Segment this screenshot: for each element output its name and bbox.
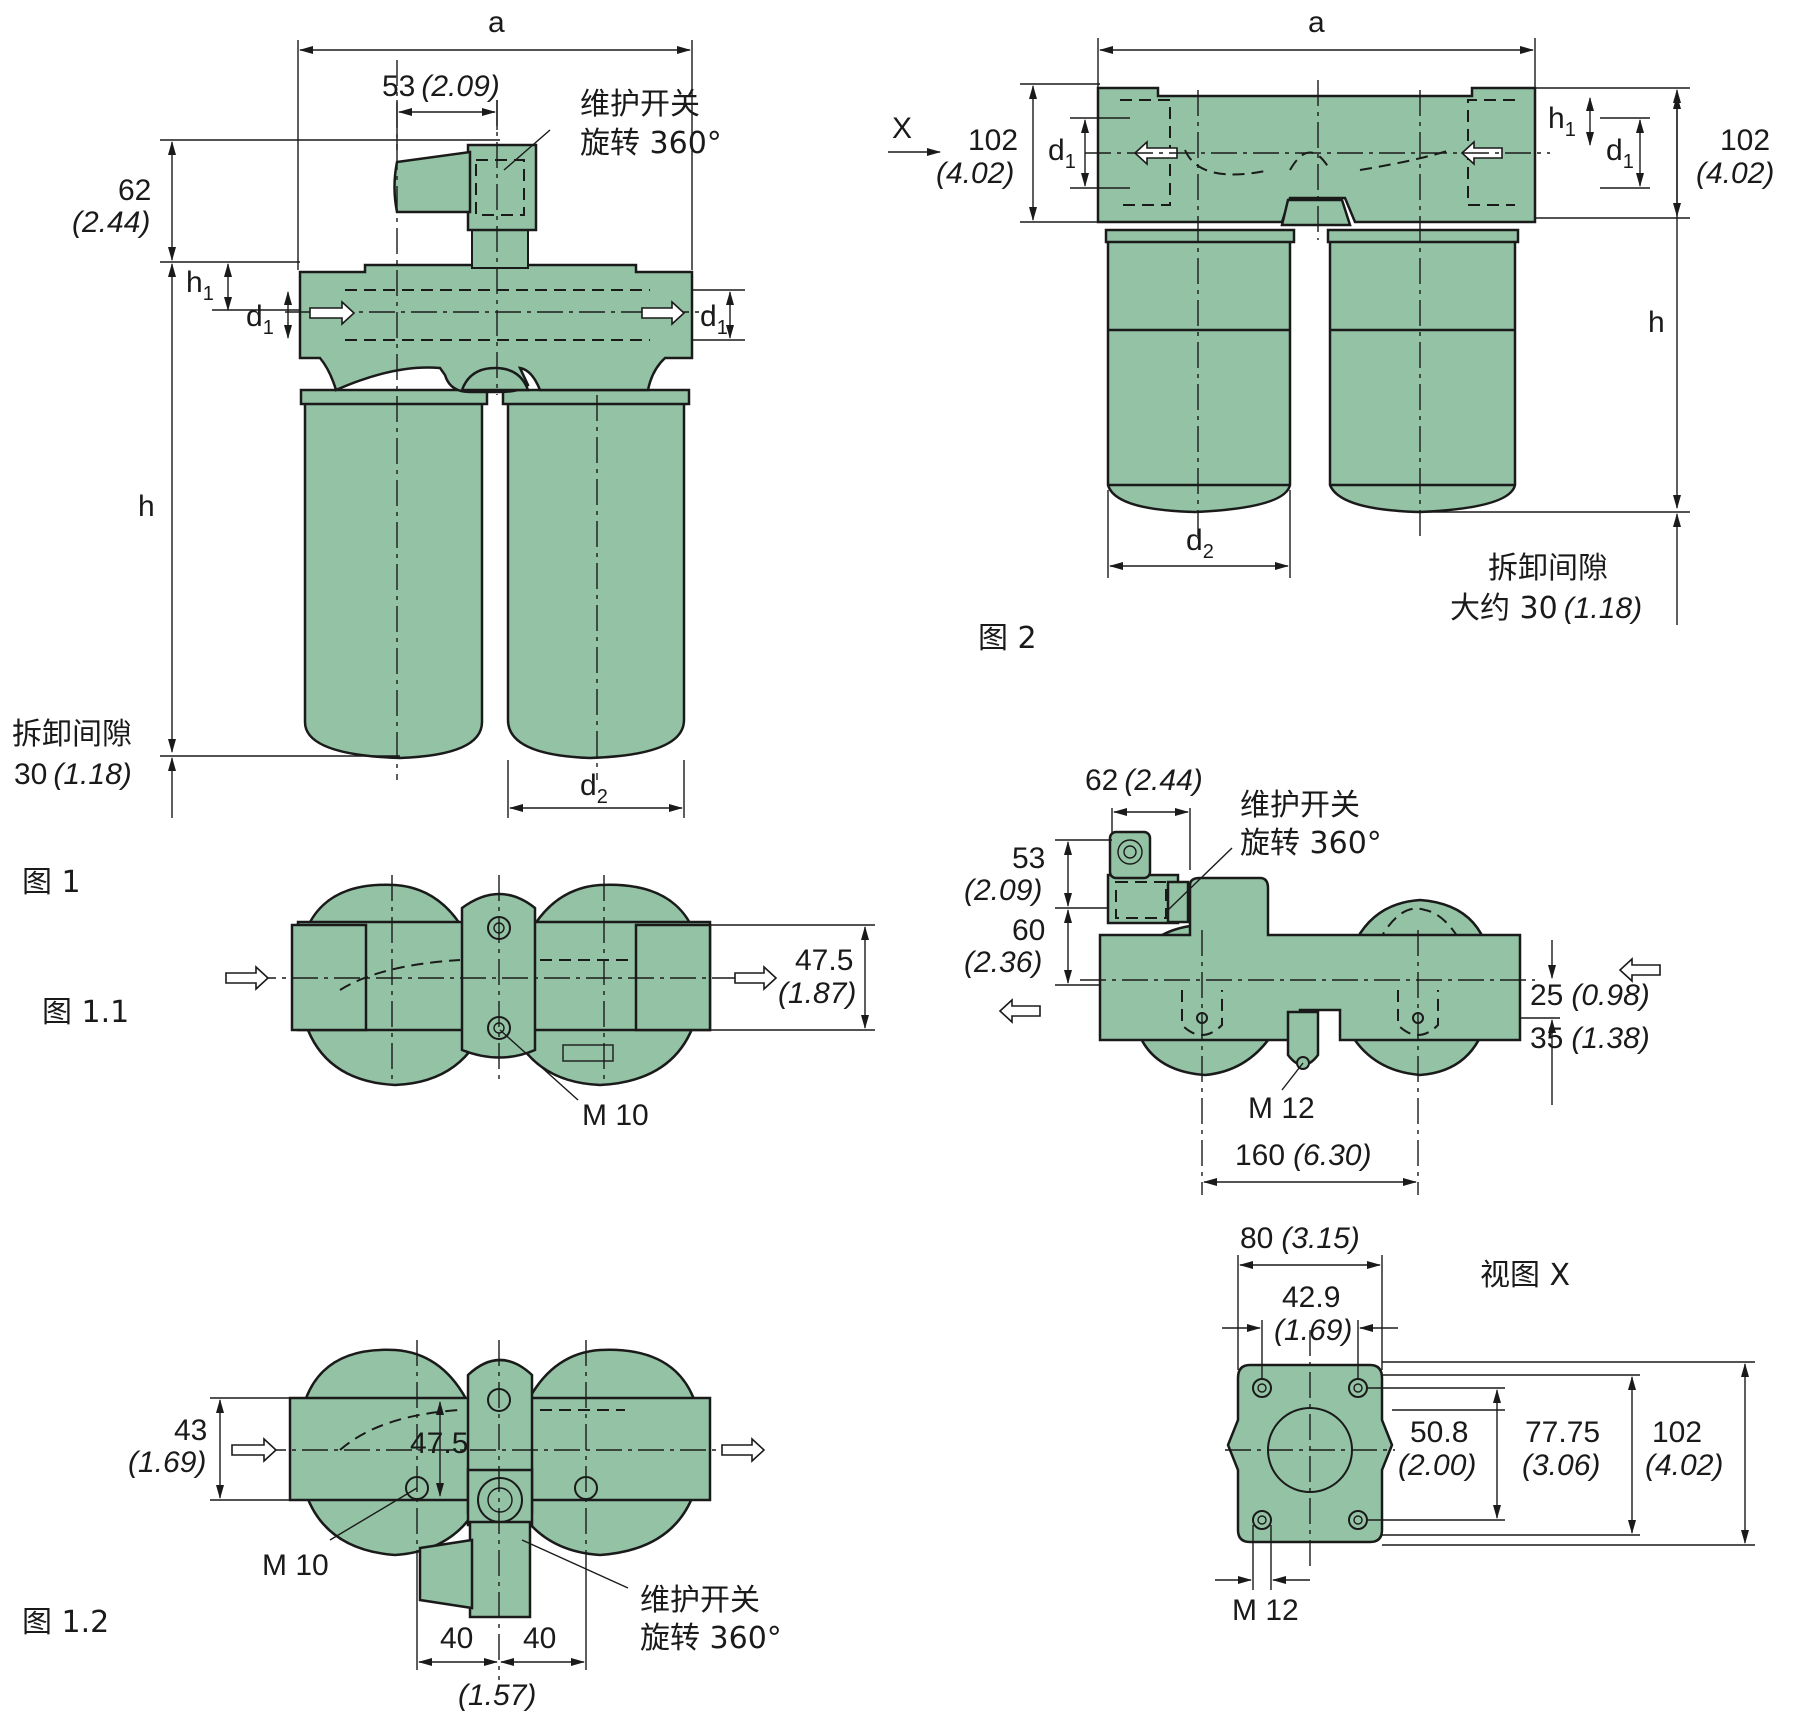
viewx-dim-80: 80(3.15): [1240, 1222, 1360, 1255]
fig2-dim-102-left-in: (4.02): [936, 157, 1014, 190]
viewx-dim-42-9: 42.9: [1282, 1281, 1340, 1314]
fig1-caption: 图 1: [22, 865, 81, 900]
fig11-dim-47-5: 47.5: [795, 944, 853, 977]
fig1-dim-h1: h1: [186, 266, 214, 305]
fig2-clearance-label-2: 大约 30(1.18): [1450, 591, 1642, 626]
fig12-dim-40-right: 40: [523, 1622, 556, 1655]
fig1-dim-62: 62: [118, 174, 151, 207]
fig1-switch-hidden: [475, 159, 525, 216]
fig2top-dim-35: 35(1.38): [1530, 1022, 1650, 1055]
fig1-switch-label-1: 维护开关: [580, 87, 700, 122]
figure-2-front-view: [1085, 80, 1550, 540]
fig1-right-bowl-rim: [501, 388, 691, 406]
fig2-dim-102-left: 102: [968, 124, 1018, 157]
fig12-switch-label-2: 旋转 360°: [640, 1621, 782, 1656]
fig12-switch-plug: [418, 1538, 474, 1610]
fig2-right-bowl: [1328, 233, 1517, 514]
fig2top-dim-160: 160(6.30): [1235, 1139, 1371, 1172]
viewx-dim-102-in: (4.02): [1645, 1449, 1723, 1482]
viewx-dim-102: 102: [1652, 1416, 1702, 1449]
viewx-dim-50-8: 50.8: [1410, 1416, 1468, 1449]
fig12-dim-40-in: (1.57): [458, 1679, 536, 1712]
fig12-dim-47-5: 47.5: [410, 1427, 468, 1460]
figure-1-2-bottom-view: 43 (1.69) 47.5 M 10 40 40 (1.57) 维护开关 旋转…: [22, 1340, 782, 1712]
fig2top-m12-label: M 12: [1248, 1092, 1315, 1125]
fig12-switch-label-1: 维护开关: [640, 1583, 760, 1618]
viewx-caption: 视图 X: [1480, 1258, 1570, 1293]
fig12-caption: 图 1.2: [22, 1605, 109, 1640]
fig2-clearance-label-1: 拆卸间隙: [1488, 551, 1608, 586]
fig1-switch-label-2: 旋转 360°: [580, 126, 722, 161]
fig1-dim-a: a: [488, 6, 505, 39]
fig12-switch-body: [468, 1520, 532, 1619]
fig11-caption: 图 1.1: [42, 995, 129, 1030]
fig1-switch-body: [466, 143, 538, 232]
fig1-filter-head: [298, 263, 694, 394]
fig1-switch-plug: [393, 150, 472, 214]
figure-1-front-view: [285, 60, 712, 780]
viewx-dim-77-75: 77.75: [1525, 1416, 1600, 1449]
fig2top-switch-label-1: 维护开关: [1240, 788, 1360, 823]
fig1-dim-62-in: (2.44): [72, 206, 150, 239]
fig2-dim-d1-left: d1: [1048, 134, 1076, 173]
viewx-m12-label: M 12: [1232, 1594, 1299, 1627]
fig2-caption: 图 2: [978, 621, 1037, 656]
fig2top-body: [1098, 876, 1522, 1042]
fig1-dim-h: h: [138, 490, 155, 523]
fig2top-switch-label-2: 旋转 360°: [1240, 826, 1382, 861]
fig2top-dim-62: 62(2.44): [1085, 764, 1203, 797]
fig11-dim-47-5-in: (1.87): [778, 977, 856, 1010]
figure-1-dimensions: a 53(2.09) 62 (2.44) h h1 d1 d1 d2 维护开关 …: [12, 6, 745, 900]
fig2top-dim-60: 60: [1012, 914, 1045, 947]
fig2top-dim-53: 53: [1012, 842, 1045, 875]
fig2-dim-d2: d2: [1186, 524, 1214, 563]
fig2top-dim-60-in: (2.36): [964, 946, 1042, 979]
fig1-dim-d1-left: d1: [246, 300, 274, 339]
figure-1-1-top-view: 47.5 (1.87) M 10 图 1.1: [42, 875, 875, 1132]
fig2-view-x: X: [892, 112, 912, 145]
fig12-m10-label: M 10: [262, 1549, 329, 1582]
fig12-dim-40-left: 40: [440, 1622, 473, 1655]
viewx-dim-77-75-in: (3.06): [1522, 1449, 1600, 1482]
fig2-dim-h1: h1: [1548, 102, 1576, 141]
fig1-head-notch: [460, 366, 530, 392]
fig1-inlet-arrow: [309, 300, 356, 326]
fig1-left-bowl-rim: [299, 388, 489, 406]
fig12-dim-43-in: (1.69): [128, 1446, 206, 1479]
fig1-dim-53: 53(2.09): [382, 70, 500, 103]
fig2top-dim-25: 25(0.98): [1530, 979, 1650, 1012]
viewx-dim-50-8-in: (2.00): [1398, 1449, 1476, 1482]
fig11-m10-label: M 10: [582, 1099, 649, 1132]
fig2-dim-a: a: [1308, 6, 1325, 39]
fig2-dim-d1-right: d1: [1606, 134, 1634, 173]
figure-2-dimensions: a X 102 (4.02) d1 102 (4.02) h1 d1 h d2 …: [888, 6, 1774, 656]
fig1-outlet-arrow: [641, 300, 686, 326]
fig2top-plug: [1108, 830, 1152, 880]
fig2-left-bowl: [1106, 233, 1292, 514]
fig1-right-bowl: [506, 390, 686, 760]
fig1-clearance-label-2: 30(1.18): [14, 758, 132, 791]
figure-2-top-view: 62(2.44) 53 (2.09) 60 (2.36) 维护开关 旋转 360…: [964, 764, 1661, 1195]
fig1-left-bowl: [303, 390, 484, 760]
fig1-clearance-label-1: 拆卸间隙: [12, 717, 132, 752]
fig2-dim-102-right-in: (4.02): [1696, 157, 1774, 190]
fig1-dim-d1-right: d1: [700, 300, 728, 339]
fig2top-dim-53-in: (2.09): [964, 874, 1042, 907]
fig1-dim-d2: d2: [580, 769, 608, 808]
fig2-dim-h: h: [1648, 306, 1665, 339]
fig2-dim-102-right: 102: [1720, 124, 1770, 157]
viewx-dim-42-9-in: (1.69): [1274, 1314, 1352, 1347]
fig1-switch-stem: [471, 227, 529, 269]
fig2-head-notch: [1280, 198, 1352, 227]
view-x-port-flange: 80(3.15) 42.9 (1.69) 50.8 (2.00) 77.75 (…: [1215, 1222, 1755, 1627]
fig12-dim-43: 43: [174, 1414, 207, 1447]
